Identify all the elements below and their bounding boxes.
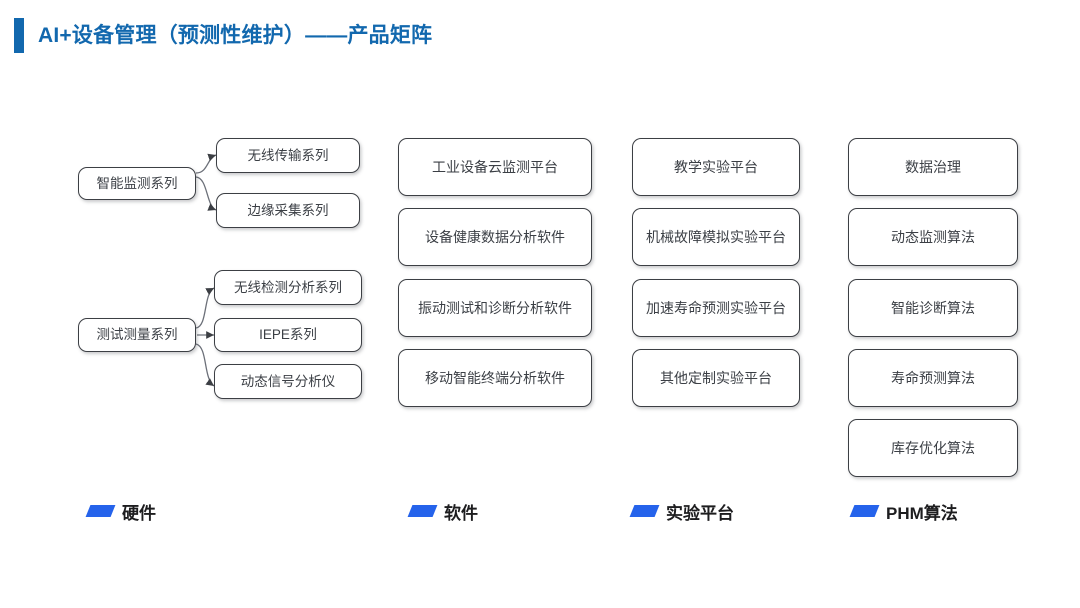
legend-label: 实验平台 [666,503,734,523]
node-label: 设备健康数据分析软件 [425,228,565,245]
legend-label: PHM算法 [886,503,958,523]
phm-node-box[interactable]: 库存优化算法 [848,419,1018,477]
experiment-node-box[interactable]: 教学实验平台 [632,138,800,196]
legend-label: 硬件 [122,503,156,523]
node-label: 边缘采集系列 [247,202,329,218]
node-label: 智能诊断算法 [891,299,975,316]
node-label: IEPE系列 [259,327,317,343]
experiment-node-box[interactable]: 其他定制实验平台 [632,349,800,407]
node-label: 加速寿命预测实验平台 [646,299,786,316]
parallelogram-marker-icon [849,505,880,517]
node-label: 无线传输系列 [247,147,329,163]
legend-item-software[interactable]: 软件 [407,498,478,524]
hardware-node-box[interactable]: 边缘采集系列 [216,193,360,228]
hardware-group-source-box[interactable]: 智能监测系列 [78,167,196,200]
node-label: 动态监测算法 [891,228,975,245]
hardware-node-box[interactable]: 无线传输系列 [216,138,360,173]
node-label: 其他定制实验平台 [660,369,772,386]
software-node-box[interactable]: 设备健康数据分析软件 [398,208,592,266]
node-label: 机械故障模拟实验平台 [646,228,786,245]
node-label: 动态信号分析仪 [240,373,336,389]
page-title: AI+设备管理（预测性维护）——产品矩阵 [38,24,433,47]
node-label: 测试测量系列 [96,327,178,343]
phm-node-box[interactable]: 智能诊断算法 [848,279,1018,337]
node-label: 库存优化算法 [891,439,975,456]
phm-node-box[interactable]: 动态监测算法 [848,208,1018,266]
experiment-node-box[interactable]: 机械故障模拟实验平台 [632,208,800,266]
experiment-node-box[interactable]: 加速寿命预测实验平台 [632,279,800,337]
legend-item-hardware[interactable]: 硬件 [85,498,156,524]
hardware-node-box[interactable]: 无线检测分析系列 [214,270,362,305]
node-label: 教学实验平台 [674,158,758,175]
legend-item-phm-algorithm[interactable]: PHM算法 [849,498,958,524]
legend-label: 软件 [444,503,478,523]
legend-item-experiment-platform[interactable]: 实验平台 [629,498,734,524]
phm-node-box[interactable]: 数据治理 [848,138,1018,196]
phm-node-box[interactable]: 寿命预测算法 [848,349,1018,407]
node-label: 振动测试和诊断分析软件 [418,299,572,316]
software-node-box[interactable]: 振动测试和诊断分析软件 [398,279,592,337]
hardware-node-box[interactable]: IEPE系列 [214,318,362,352]
node-label: 工业设备云监测平台 [432,158,558,175]
software-node-box[interactable]: 移动智能终端分析软件 [398,349,592,407]
parallelogram-marker-icon [85,505,116,517]
parallelogram-marker-icon [407,505,438,517]
node-label: 无线检测分析系列 [234,279,342,295]
node-label: 移动智能终端分析软件 [425,369,565,386]
hardware-group-source-box[interactable]: 测试测量系列 [78,318,196,352]
hardware-node-box[interactable]: 动态信号分析仪 [214,364,362,399]
header-accent-bar [14,18,24,53]
parallelogram-marker-icon [629,505,660,517]
software-node-box[interactable]: 工业设备云监测平台 [398,138,592,196]
slide-header: AI+设备管理（预测性维护）——产品矩阵 [0,0,1080,68]
node-label: 数据治理 [905,158,961,175]
node-label: 智能监测系列 [96,175,178,191]
node-label: 寿命预测算法 [891,369,975,386]
